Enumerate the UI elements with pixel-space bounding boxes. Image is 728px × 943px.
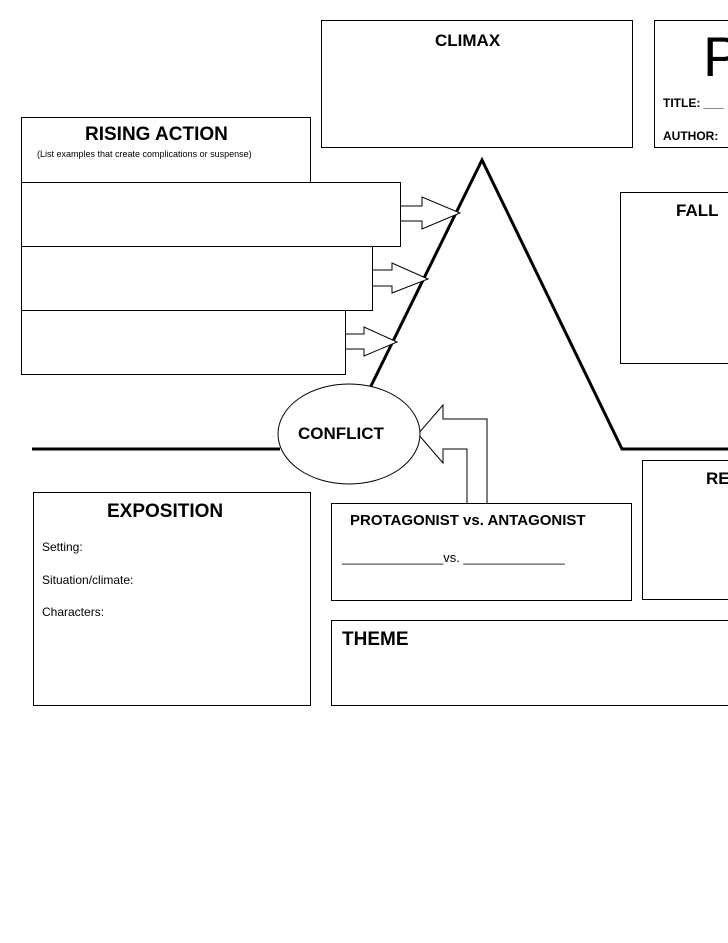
climax-box[interactable]: CLIMAX bbox=[321, 20, 633, 148]
title-field-label[interactable]: TITLE: ___ bbox=[663, 96, 724, 110]
exposition-situation-label: Situation/climate: bbox=[42, 573, 134, 587]
rising-action-label: RISING ACTION bbox=[85, 124, 228, 145]
rising-arrow-2 bbox=[371, 248, 430, 310]
exposition-box[interactable]: EXPOSITION Setting: Situation/climate: C… bbox=[33, 492, 311, 706]
theme-box[interactable]: THEME bbox=[331, 620, 728, 706]
conflict-label: CONFLICT bbox=[298, 424, 384, 443]
resolution-label: RE bbox=[706, 469, 728, 488]
rising-arrow-3 bbox=[344, 310, 399, 374]
rising-action-subtitle: (List examples that create complications… bbox=[37, 149, 252, 159]
exposition-label: EXPOSITION bbox=[107, 501, 224, 522]
rising-action-header-box: RISING ACTION (List examples that create… bbox=[21, 117, 311, 183]
climax-label: CLIMAX bbox=[435, 31, 501, 50]
rising-arrow-1 bbox=[399, 196, 462, 230]
rising-action-box-1[interactable] bbox=[21, 182, 401, 247]
protagonist-antagonist-label: PROTAGONIST vs. ANTAGONIST bbox=[350, 512, 586, 529]
theme-label: THEME bbox=[342, 629, 409, 650]
protagonist-antagonist-box[interactable]: PROTAGONIST vs. ANTAGONIST _____________… bbox=[331, 503, 632, 601]
conflict-arrow bbox=[417, 403, 488, 503]
header-big-letter: P bbox=[703, 25, 728, 88]
resolution-box[interactable]: RE bbox=[642, 460, 728, 600]
author-field-label[interactable]: AUTHOR: bbox=[663, 129, 719, 143]
falling-action-label: FALL bbox=[676, 201, 719, 220]
exposition-characters-label: Characters: bbox=[42, 605, 105, 619]
header-box: P TITLE: ___ AUTHOR: bbox=[654, 20, 728, 148]
conflict-oval bbox=[277, 383, 421, 485]
exposition-setting-label: Setting: bbox=[42, 540, 83, 554]
protagonist-antagonist-line: ______________vs. ______________ bbox=[342, 550, 565, 565]
plot-mountain-line bbox=[368, 156, 728, 451]
rising-action-box-2[interactable] bbox=[21, 246, 373, 311]
falling-action-box[interactable]: FALL bbox=[620, 192, 728, 364]
rising-action-box-3[interactable] bbox=[21, 310, 346, 375]
